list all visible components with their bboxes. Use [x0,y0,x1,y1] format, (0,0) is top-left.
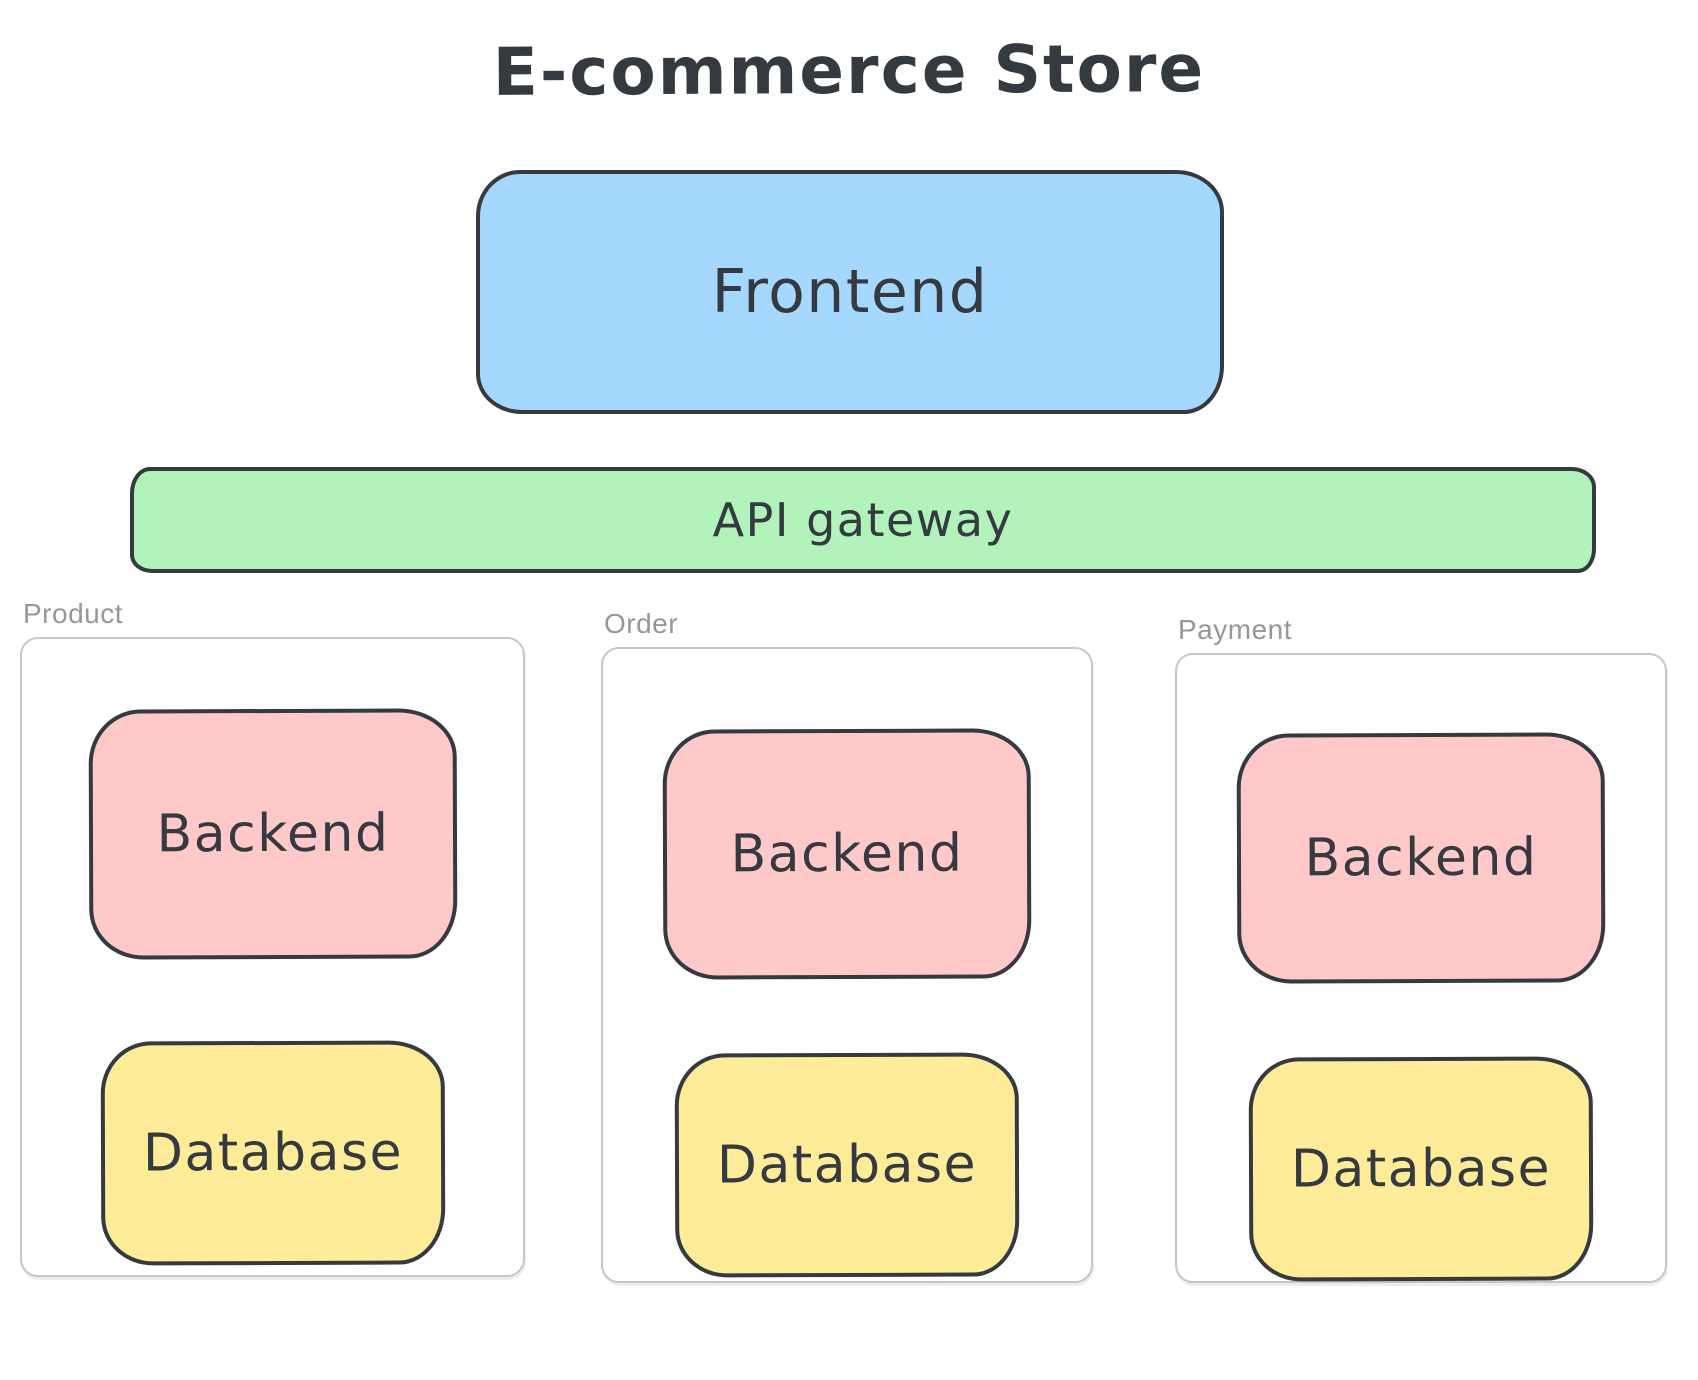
api-gateway-label: API gateway [712,493,1014,547]
diagram-title: E-commerce Store [492,30,1206,111]
order-database-node: Database [674,1052,1020,1278]
frame-payment-box: Backend Database [1175,653,1667,1283]
product-backend-label: Backend [155,803,390,865]
frame-order: Order Backend Database [601,608,1093,1283]
frame-order-label: Order [604,608,679,639]
frame-payment-label: Payment [1178,614,1292,645]
frame-product: Product Backend Database [20,598,525,1277]
api-gateway-node: API gateway [130,467,1596,573]
frame-product-box: Backend Database [20,637,525,1277]
frame-order-box: Backend Database [601,647,1093,1283]
frame-product-label: Product [23,598,123,629]
payment-database-node: Database [1248,1056,1594,1282]
frame-payment: Payment Backend Database [1175,614,1667,1283]
frontend-label: Frontend [711,257,989,327]
product-database-node: Database [100,1040,445,1266]
order-database-label: Database [716,1134,978,1196]
payment-database-label: Database [1290,1138,1552,1200]
product-backend-node: Backend [88,708,457,960]
order-backend-node: Backend [662,728,1032,980]
frontend-node: Frontend [476,170,1224,414]
payment-backend-node: Backend [1236,732,1606,984]
payment-backend-label: Backend [1304,827,1538,889]
order-backend-label: Backend [730,823,964,885]
product-database-label: Database [142,1122,403,1184]
